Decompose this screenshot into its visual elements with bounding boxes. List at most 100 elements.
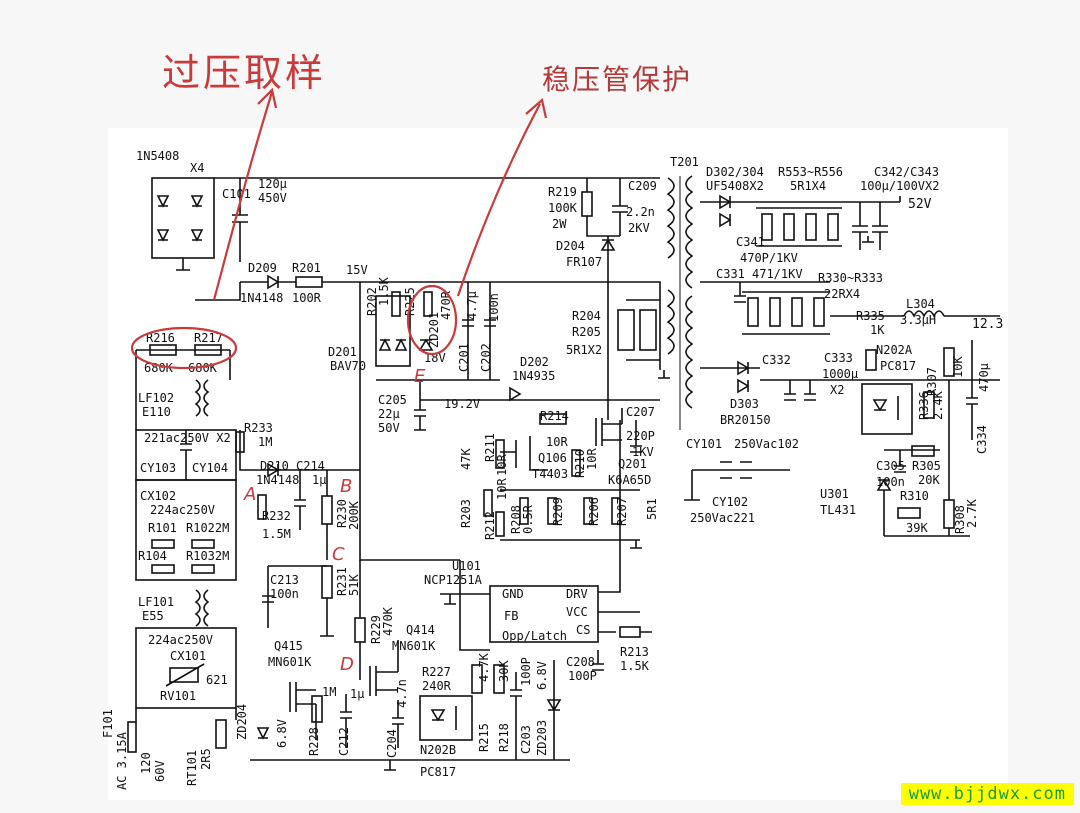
label-r214: R214 [540,409,569,423]
label-r219v: 100K [548,201,578,215]
u101-fb-line [459,560,490,651]
input-leads [135,708,237,722]
label-r215: R215 [477,723,491,752]
label-r213: R213 [620,645,649,659]
t201-aux [666,289,675,355]
label-bd-b: X4 [190,161,204,175]
c331-line [700,281,830,303]
label-r305: R305 [912,459,941,473]
label-r207v: 5R1 [645,498,659,520]
label-c201v: 4.7μ [465,291,479,320]
label-r203v: 47K [459,448,473,470]
label-d201: D201 [328,345,357,359]
r218-resistor [493,664,505,694]
label-n202b: N202B [420,743,456,757]
label-cy102v: 250Vac221 [690,511,755,525]
label-pin-cs: CS [576,623,590,637]
rt101-thermistor [215,719,227,749]
l304-inductor [903,310,945,318]
label-zd204: ZD204 [235,704,249,740]
f101-fuse [127,721,137,753]
label-d302: D302/304 [706,165,764,179]
label-15v: 15V [346,263,368,277]
label-r218v: 30K [497,660,511,682]
mark-d: D [340,654,354,675]
label-r216: R216 [146,331,175,345]
r233-line [239,430,360,471]
label-c221: 221ac250V X2 [144,431,231,445]
vcc-15v-line [322,281,661,370]
r332-resistor [791,297,803,327]
label-r203: R203 [459,499,473,528]
label-c207w: 1KV [632,445,654,459]
label-r229v: 470K [381,606,395,636]
label-c205v: 22μ [378,407,400,421]
label-d209: D209 [248,261,277,275]
r202-resistor [391,291,401,317]
label-r231v: 51K [347,574,361,596]
label-cy104: CY104 [192,461,228,475]
r233-resistor [235,431,245,453]
label-c332: C332 [762,353,791,367]
label-c333w: X2 [830,383,844,397]
r554-resistor [783,213,795,241]
zener-protection-title: 稳压管保护 [542,63,693,96]
label-cy102: CY102 [712,495,748,509]
u301-shunt [876,478,970,537]
label-rt101: RT101 [185,750,199,786]
r553-resistor [761,213,773,241]
rv101-slash [165,663,205,687]
label-c202v: 100n [487,293,501,322]
label-cy101: CY101 [686,437,722,451]
label-u101t: NCP1251A [424,573,483,587]
label-r228: R228 [307,727,321,756]
label-r215v: 4.7K [477,652,491,682]
label-r217: R217 [194,331,223,345]
aux-gnd [658,370,670,379]
label-lf101: LF101 [138,595,174,609]
label-rv101v: 621 [206,673,228,687]
label-r308: R308 [953,505,967,534]
label-c204v: 4.7n [395,679,409,708]
r211-resistor [495,439,505,469]
cy101-cy102-caps [692,461,790,479]
label-r553: R553~R556 [778,165,843,179]
zd204-zener [256,727,270,740]
label-u301: U301 [820,487,849,501]
label-c214v: 1μ [312,473,326,487]
label-r232v: 1.5M [262,527,291,541]
q201-fet [595,408,623,446]
label-cy101v: 250Vac102 [734,437,799,451]
label-r219w: 2W [552,217,567,231]
label-r227: R227 [422,665,451,679]
cx102-box [135,479,237,581]
label-r212: R212 [483,511,497,540]
label-r307v: 10K [951,356,965,378]
c214-cap [294,470,306,530]
label-r209: R209 [551,497,565,526]
r330-resistor [747,297,759,327]
label-c213v: 100n [270,587,299,601]
component-labels: 1N5408 X4 C101 120μ 450V D209 1N4148 R20… [101,149,1003,790]
label-r225: R225 [403,287,417,316]
sense-resistor-bus [500,489,642,549]
label-r233v: 1M [258,435,272,449]
label-zd201: ZD201 [427,312,441,348]
r225-resistor [423,291,433,317]
r305-resistor [911,445,935,457]
label-c333: C333 [824,351,853,365]
r553-bus [756,207,842,247]
mark-c: C [332,544,345,565]
label-c341: C341 [736,235,765,249]
t201-secondary-2 [685,295,694,409]
label-r205: R205 [572,325,601,339]
label-r104: R104 [138,549,167,563]
label-zd201v: 470R [439,290,453,320]
label-r553v: 5R1X4 [790,179,826,193]
label-r214v: 10R [546,435,568,449]
label-q414: Q414 [406,623,435,637]
site-watermark: www.bjjdwx.com [900,783,1074,805]
r333-resistor [813,297,825,327]
overvoltage-sampling-title: 过压取样 [162,51,327,95]
